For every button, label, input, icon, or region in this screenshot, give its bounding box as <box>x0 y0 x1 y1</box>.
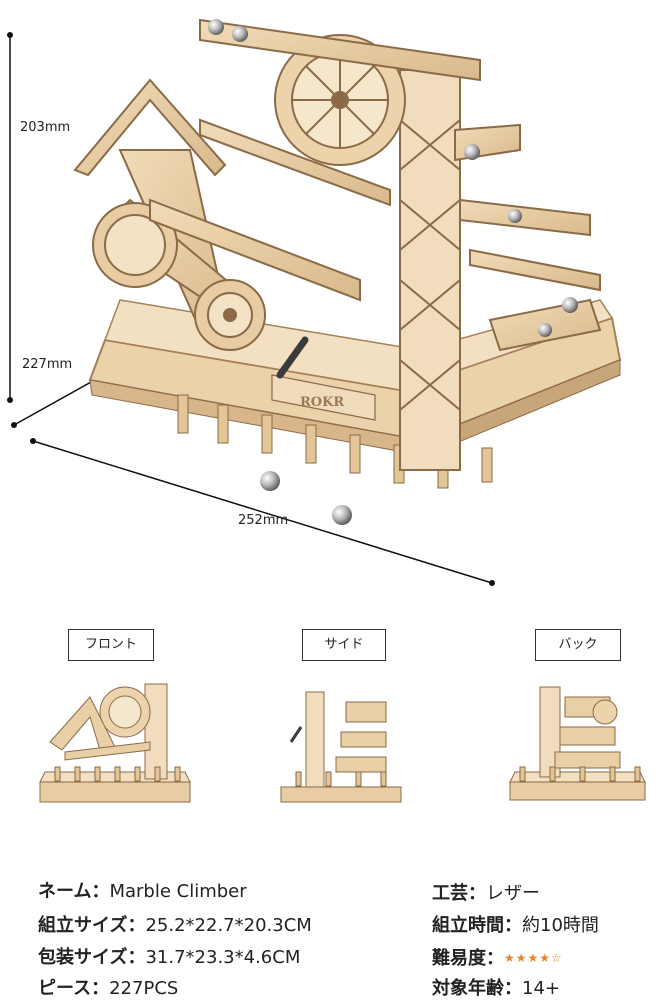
top-wheel <box>274 34 406 166</box>
spec-pieces: ピース：227PCS <box>38 972 178 1006</box>
spec-key: 組立時間： <box>432 915 522 936</box>
spec-assembled-size: 組立サイズ：25.2*22.7*20.3CM <box>38 909 312 943</box>
spec-difficulty: 難易度：★★★★☆ <box>432 941 563 976</box>
rokr-logo: ROKR <box>300 395 344 410</box>
back-view-image <box>500 672 655 826</box>
rokr-plaque: ROKR <box>271 374 376 421</box>
spec-value: レザー <box>486 883 540 904</box>
spec-name: ネーム：Marble Climber <box>38 875 247 909</box>
spec-key: 組立サイズ： <box>38 915 146 936</box>
gear-large <box>92 202 266 351</box>
spec-target-age: 対象年齢：14+ <box>432 972 560 1006</box>
spec-key: 難易度： <box>432 948 504 969</box>
spec-value: Marble Climber <box>109 881 247 902</box>
top-track <box>199 18 481 82</box>
spec-key: ネーム： <box>38 881 110 902</box>
front-view-image <box>30 672 200 826</box>
spec-key: 工芸： <box>432 883 486 904</box>
lift-tower <box>399 69 461 471</box>
spec-value: 31.7*23.3*4.6CM <box>145 947 301 968</box>
spec-craft: 工芸：レザー <box>432 877 540 911</box>
spec-value: 約10時間 <box>522 915 599 936</box>
back-view-label: バック <box>535 629 621 661</box>
side-view-image <box>266 672 416 826</box>
spec-value: 25.2*22.7*20.3CM <box>145 915 312 936</box>
front-view-label: フロント <box>68 629 154 661</box>
spec-key: ピース： <box>38 978 110 999</box>
spec-key: 包装サイズ： <box>38 947 146 968</box>
width-dimension-label: 252mm <box>238 513 289 528</box>
spec-value: 14+ <box>522 978 560 999</box>
difficulty-stars-icon: ★★★★☆ <box>504 951 563 965</box>
depth-dimension-label: 227mm <box>22 357 73 372</box>
right-tracks <box>454 123 602 352</box>
height-dimension-label: 203mm <box>20 120 71 135</box>
spec-package-size: 包装サイズ：31.7*23.3*4.6CM <box>38 941 300 975</box>
side-view-label: サイド <box>302 629 386 661</box>
crank-handle <box>276 336 309 379</box>
spec-key: 対象年齢： <box>432 978 522 999</box>
ramp <box>149 118 391 302</box>
spec-assembly-time: 組立時間：約10時間 <box>432 909 599 943</box>
product-hero: ROKR <box>7 18 622 586</box>
spec-value: 227PCS <box>109 978 179 999</box>
marbles <box>208 19 578 525</box>
marble-climber-illustration: ROKR <box>7 18 622 586</box>
